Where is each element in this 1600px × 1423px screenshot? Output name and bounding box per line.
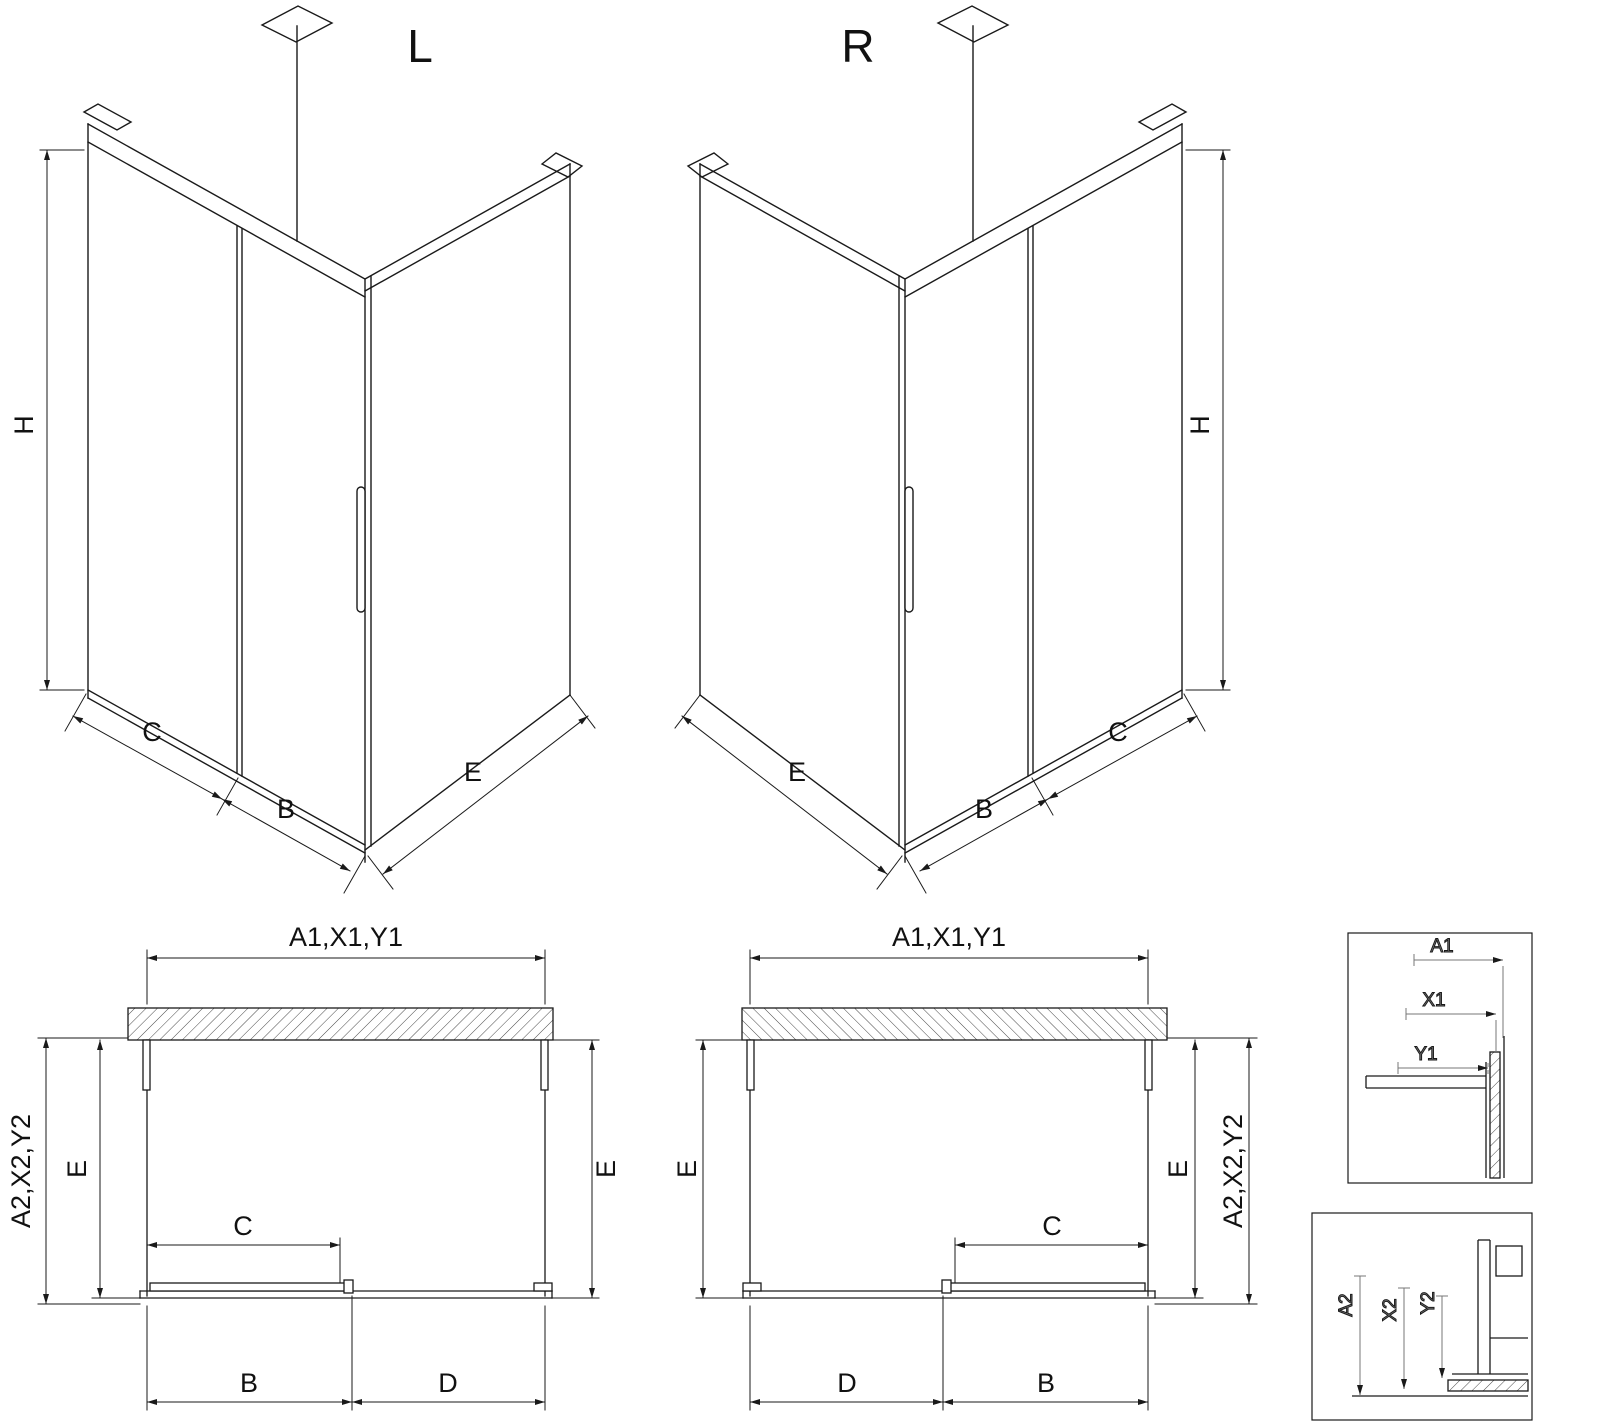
- plan-right-dim-a1x1y1: A1,X1,Y1: [892, 922, 1006, 952]
- plan-left-dim-d: D: [438, 1368, 458, 1398]
- plan-left-dim-e-right: E: [591, 1160, 621, 1178]
- plan-view-right-geometry: [696, 950, 1257, 1410]
- detail-view-a2: A2 X2 Y2: [1311, 1212, 1533, 1421]
- iso-right-dim-c: C: [1108, 717, 1128, 747]
- plan-right-dim-e-left: E: [672, 1160, 702, 1178]
- detail-a1-dim-x1: X1: [1422, 990, 1445, 1011]
- plan-right-dim-c: C: [1042, 1211, 1062, 1241]
- plan-right-dim-e-right: E: [1163, 1160, 1193, 1178]
- detail-a2-frame: [1311, 1212, 1533, 1421]
- iso-left-dim-h: H: [9, 415, 39, 435]
- detail-a2-dim-a2: A2: [1336, 1293, 1357, 1316]
- iso-right-view-label: R: [841, 20, 874, 72]
- iso-right-dim-h: H: [1185, 415, 1215, 435]
- plan-left-dim-a1x1y1: A1,X1,Y1: [289, 922, 403, 952]
- iso-left-dim-c: C: [142, 717, 162, 747]
- plan-right-dim-a2x2y2: A2,X2,Y2: [1218, 1114, 1248, 1228]
- iso-left-dim-e: E: [464, 757, 482, 787]
- detail-a1-frame: [1347, 932, 1533, 1184]
- plan-left-dim-b: B: [240, 1368, 258, 1398]
- iso-view-left-geometry: [40, 6, 595, 893]
- iso-right-dim-e: E: [788, 757, 806, 787]
- detail-a2-dim-y2: Y2: [1418, 1291, 1439, 1314]
- iso-left-dim-b: B: [277, 794, 295, 824]
- detail-a2-dim-x2: X2: [1380, 1298, 1401, 1321]
- plan-right-dim-d: D: [837, 1368, 857, 1398]
- plan-left-dim-e-left: E: [62, 1160, 92, 1178]
- detail-a1-dim-y1: Y1: [1414, 1044, 1437, 1065]
- plan-right-dim-b: B: [1037, 1368, 1055, 1398]
- iso-view-right-geometry: [675, 6, 1230, 893]
- detail-a1-dim-a1: A1: [1430, 936, 1453, 957]
- plan-left-dim-a2x2y2: A2,X2,Y2: [6, 1114, 36, 1228]
- iso-left-view-label: L: [407, 20, 433, 72]
- plan-left-dim-c: C: [233, 1211, 253, 1241]
- plan-view-left-geometry: [38, 950, 599, 1410]
- detail-view-a1: A1 X1 Y1: [1347, 932, 1533, 1184]
- iso-right-dim-b: B: [975, 794, 993, 824]
